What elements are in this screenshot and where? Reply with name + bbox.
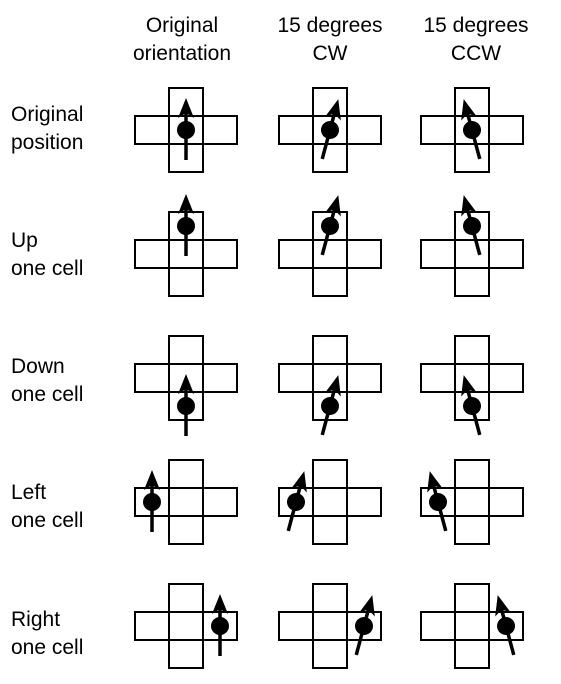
grid-column-cells	[454, 335, 490, 421]
arrow-marker	[286, 471, 307, 532]
arrow-marker	[177, 98, 195, 160]
arrowhead	[325, 375, 341, 397]
position-dot	[321, 397, 339, 415]
arrowhead	[178, 374, 194, 394]
arrow-marker	[461, 195, 482, 256]
position-dot	[177, 397, 195, 415]
grid-row-cells	[134, 487, 238, 517]
arrowhead	[427, 471, 443, 493]
cross-grid-left-1	[278, 459, 382, 545]
grid-row-cells	[420, 115, 524, 145]
cross-grid-up-1	[278, 195, 382, 297]
cross-grid-right-0	[134, 583, 238, 669]
arrow-marker	[320, 99, 341, 160]
grid-row-cells	[278, 611, 382, 641]
arrowhead	[461, 375, 477, 397]
arrowhead	[144, 470, 160, 490]
position-dot	[429, 493, 447, 511]
row-label-up-one-cell: Up one cell	[11, 229, 84, 280]
grid-row-cells	[420, 487, 524, 517]
position-dot	[355, 617, 373, 635]
grid-row-cells	[278, 115, 382, 145]
arrowhead	[359, 595, 375, 617]
position-dot	[143, 493, 161, 511]
arrowhead	[461, 99, 477, 121]
cross-grid-up-0	[134, 194, 238, 297]
position-dot	[463, 121, 481, 139]
arrow-marker	[461, 375, 482, 436]
cross-grid-down-0	[134, 335, 238, 436]
arrow-marker	[320, 195, 341, 256]
grid-column-cells	[454, 583, 490, 669]
cross-grid-right-1	[278, 583, 382, 669]
position-dot	[463, 217, 481, 235]
cross-grid-down-1	[278, 335, 382, 436]
position-dot	[177, 121, 195, 139]
arrowhead	[212, 594, 228, 614]
grid-row-cells	[278, 363, 382, 393]
column-header-15-degrees-cw: 15 degrees CW	[277, 14, 383, 65]
row-label-left-one-cell: Left one cell	[11, 481, 84, 532]
arrow-marker	[495, 595, 516, 656]
arrowhead	[325, 195, 341, 217]
arrow-marker	[211, 594, 229, 656]
position-dot	[287, 493, 305, 511]
grid-column-cells	[168, 459, 204, 545]
cross-grid-center-2	[420, 87, 524, 173]
grid-column-cells	[168, 583, 204, 669]
grid-column-cells	[312, 211, 348, 297]
position-dot	[463, 397, 481, 415]
grid-column-cells	[312, 87, 348, 173]
cross-grid-left-0	[134, 459, 238, 545]
arrow-marker	[143, 470, 161, 532]
grid-row-cells	[278, 239, 382, 269]
position-dot	[321, 217, 339, 235]
cross-grid-up-2	[420, 195, 524, 297]
column-header-original-orientation: Original orientation	[132, 14, 232, 65]
grid-column-cells	[168, 87, 204, 173]
row-label-original-position: Original position	[11, 103, 84, 154]
position-dot	[211, 617, 229, 635]
grid-row-cells	[420, 363, 524, 393]
grid-column-cells	[312, 459, 348, 545]
cross-grid-left-2	[420, 459, 524, 545]
grid-column-cells	[312, 583, 348, 669]
cross-grid-right-2	[420, 583, 524, 669]
grid-column-cells	[454, 211, 490, 297]
arrowhead	[178, 194, 194, 214]
arrowhead	[461, 195, 477, 217]
position-dot	[497, 617, 515, 635]
arrowhead	[291, 471, 307, 493]
grid-row-cells	[420, 239, 524, 269]
arrowhead	[178, 98, 194, 118]
cross-grid-down-2	[420, 335, 524, 436]
arrow-marker	[354, 595, 375, 656]
arrowhead	[325, 99, 341, 121]
arrow-marker	[427, 471, 448, 532]
column-header-15-degrees-ccw: 15 degrees CCW	[423, 14, 529, 65]
arrow-marker	[177, 374, 195, 436]
grid-column-cells	[454, 459, 490, 545]
grid-row-cells	[420, 611, 524, 641]
grid-row-cells	[278, 487, 382, 517]
grid-row-cells	[134, 611, 238, 641]
row-label-down-one-cell: Down one cell	[11, 355, 84, 406]
arrowhead	[495, 595, 511, 617]
row-label-right-one-cell: Right one cell	[11, 608, 84, 659]
position-dot	[321, 121, 339, 139]
arrow-marker	[461, 99, 482, 160]
arrow-marker	[177, 194, 195, 256]
cross-grid-center-0	[134, 87, 238, 173]
position-dot	[177, 217, 195, 235]
grid-column-cells	[454, 87, 490, 173]
arrow-marker	[320, 375, 341, 436]
grid-column-cells	[312, 335, 348, 421]
cross-grid-center-1	[278, 87, 382, 173]
